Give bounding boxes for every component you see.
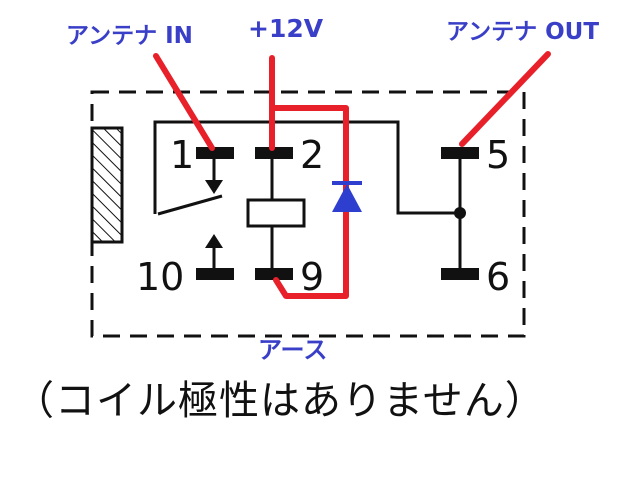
arrow-down-icon	[205, 180, 223, 194]
pin-number-10: 10	[136, 255, 184, 299]
pin-number-5: 5	[486, 133, 510, 177]
red-wires	[153, 51, 551, 299]
label-antenna-out: アンテナ OUT	[446, 19, 600, 45]
pin-number-2: 2	[300, 133, 324, 177]
pin-pad-10	[196, 268, 234, 280]
wire-diode-loop	[271, 105, 349, 299]
arrow-up-icon	[205, 234, 223, 248]
coil-symbol	[246, 198, 306, 228]
hatched-block	[90, 126, 124, 244]
label-antenna-in: アンテナ IN	[66, 23, 193, 49]
wire-antenna-in	[153, 53, 215, 151]
pin-number-6: 6	[486, 255, 510, 299]
pin-pad-9	[255, 268, 293, 280]
pin-pad-1	[196, 147, 234, 159]
label-earth: アース	[258, 336, 328, 364]
pin-pad-2	[255, 147, 293, 159]
wire-antenna-out	[459, 51, 551, 147]
junction-dot	[454, 207, 466, 219]
coil-polarity-note: （コイル極性はありません）	[14, 378, 546, 424]
label-plus-12v: +12V	[248, 14, 324, 43]
pin-pad-5	[441, 147, 479, 159]
pin-number-9: 9	[300, 255, 324, 299]
pin-pad-6	[441, 268, 479, 280]
diode-icon	[332, 181, 362, 212]
pin-number-1: 1	[170, 133, 194, 177]
